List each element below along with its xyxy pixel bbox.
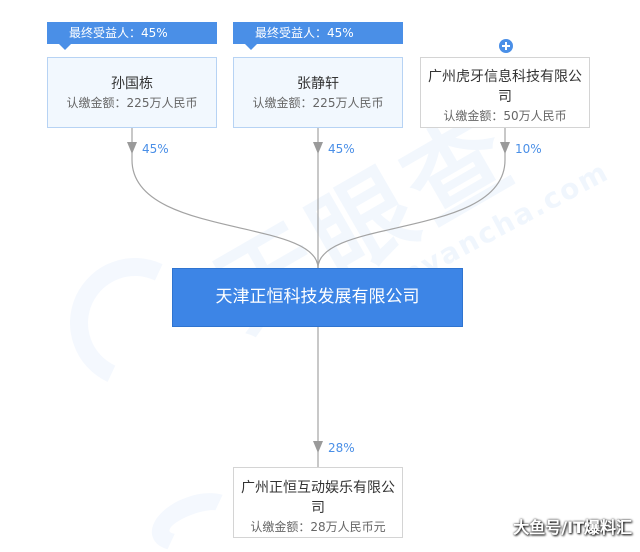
connector-line-shareholder-3 [317,128,506,269]
subsidiary-node[interactable]: 广州正恒互动娱乐有限公 司 认缴金额：28万人民币元 [233,467,403,538]
arrow-down-icon [127,142,137,154]
beneficiary-tag-2: 最终受益人：45% [233,22,403,50]
shareholder-node-2[interactable]: 张静轩 认缴金额：225万人民币 [233,57,403,128]
shareholder-amount: 认缴金额：50万人民币 [443,109,567,123]
shareholder-amount: 认缴金额：225万人民币 [252,96,384,110]
subsidiary-percent: 28% [328,441,355,455]
share-percent-2: 45% [328,142,355,156]
shareholder-name-line-2: 司 [498,89,512,105]
subsidiary-name-line-1: 广州正恒互动娱乐有限公 [241,480,395,496]
shareholder-node-1[interactable]: 孙国栋 认缴金额：225万人民币 [47,57,217,128]
shareholder-name-line-1: 广州虎牙信息科技有限公 [428,69,582,85]
shareholder-amount: 认缴金额：225万人民币 [66,96,198,110]
arrow-down-icon [313,142,323,154]
connector-line-shareholder-1 [131,128,319,269]
shareholder-name: 孙国栋 [111,76,153,92]
shareholder-node-3[interactable]: 广州虎牙信息科技有限公 司 认缴金额：50万人民币 [420,57,590,128]
arrow-down-icon [313,441,323,453]
share-percent-1: 45% [142,142,169,156]
source-watermark: 大鱼号/IT爆料汇 [513,518,632,537]
subsidiary-amount: 认缴金额：28万人民币元 [250,520,386,534]
plus-circle-icon[interactable] [499,39,513,53]
company-node[interactable]: 天津正恒科技发展有限公司 [172,268,463,327]
beneficiary-tag-1: 最终受益人：45% [47,22,217,50]
shareholder-name: 张静轩 [297,76,339,92]
arrow-down-icon [500,142,510,154]
subsidiary-name-line-2: 司 [311,500,325,516]
share-percent-3: 10% [515,142,542,156]
